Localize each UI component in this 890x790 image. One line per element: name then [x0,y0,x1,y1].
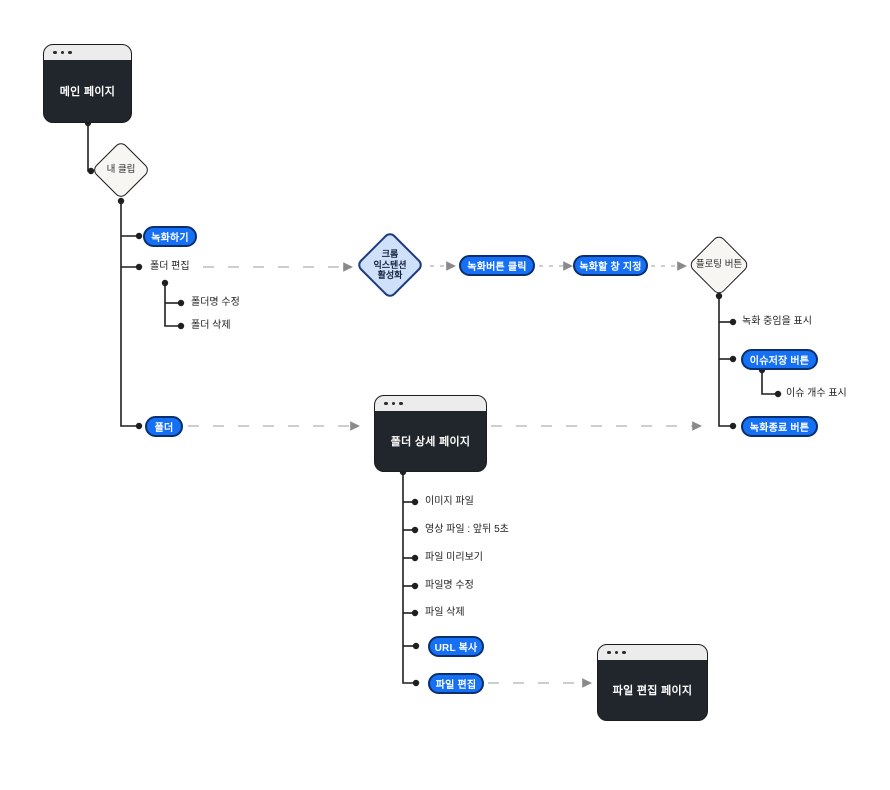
label-image-file: 이미지 파일 [425,496,474,507]
label-file-delete: 파일 삭제 [425,607,465,618]
diamond-my-clip[interactable]: 내 클립 [91,140,151,200]
diamond-label-line: 익스텐션 [373,259,407,270]
window-control-dot [53,50,57,55]
diamond-label: 크롬 익스텐션 활성화 [355,230,425,300]
diamond-chrome-extension[interactable]: 크롬 익스텐션 활성화 [355,230,425,300]
window-title-folder-detail: 폴더 상세 페이지 [390,436,471,448]
window-control-dot [60,50,64,55]
label-file-rename: 파일명 수정 [425,580,474,591]
window-folder-detail-page[interactable]: 폴더 상세 페이지 [374,395,487,472]
window-file-edit-page[interactable]: 파일 편집 페이지 [597,644,708,721]
label-issue-count: 이슈 개수 표시 [786,388,847,399]
window-title-main: 메인 페이지 [59,86,116,98]
pill-record-window-select[interactable]: 녹화할 창 지정 [573,255,648,276]
window-control-dot [614,650,618,655]
pill-file-edit[interactable]: 파일 편집 [428,673,484,694]
diamond-floating-button[interactable]: 플로팅 버튼 [687,233,751,297]
window-control-dot [622,650,626,655]
pill-record-button-click[interactable]: 녹화버튼 클릭 [459,255,535,276]
window-control-dot [391,401,395,406]
window-title-file-edit: 파일 편집 페이지 [612,685,693,697]
pill-record-end-button[interactable]: 녹화종료 버튼 [741,416,818,437]
label-file-preview: 파일 미리보기 [425,552,483,563]
label-video-file: 영상 파일 : 앞뒤 5초 [425,524,509,535]
window-header [375,396,486,411]
window-control-dot [399,401,403,406]
diamond-label-line: 활성화 [377,270,403,281]
pill-url-copy[interactable]: URL 복사 [428,636,484,657]
label-folder-rename: 폴더명 수정 [191,297,240,308]
diamond-label: 내 클립 [106,164,136,176]
label-folder-delete: 폴더 삭제 [191,320,231,331]
pill-issue-save-button[interactable]: 이슈저장 버튼 [741,349,818,370]
label-folder-edit: 폴더 편집 [150,261,190,272]
window-main-page[interactable]: 메인 페이지 [43,44,132,123]
diamond-label: 플로팅 버튼 [695,259,743,271]
window-control-dot [607,650,611,655]
label-recording-indicator: 녹화 중임을 표시 [742,316,812,327]
diamond-label-line: 크롬 [381,248,399,259]
window-control-dot [384,401,388,406]
pill-folder[interactable]: 폴더 [145,416,183,437]
pill-record-start[interactable]: 녹화하기 [143,226,197,247]
window-header [598,645,707,660]
window-control-dot [68,50,72,55]
window-header [44,45,131,60]
